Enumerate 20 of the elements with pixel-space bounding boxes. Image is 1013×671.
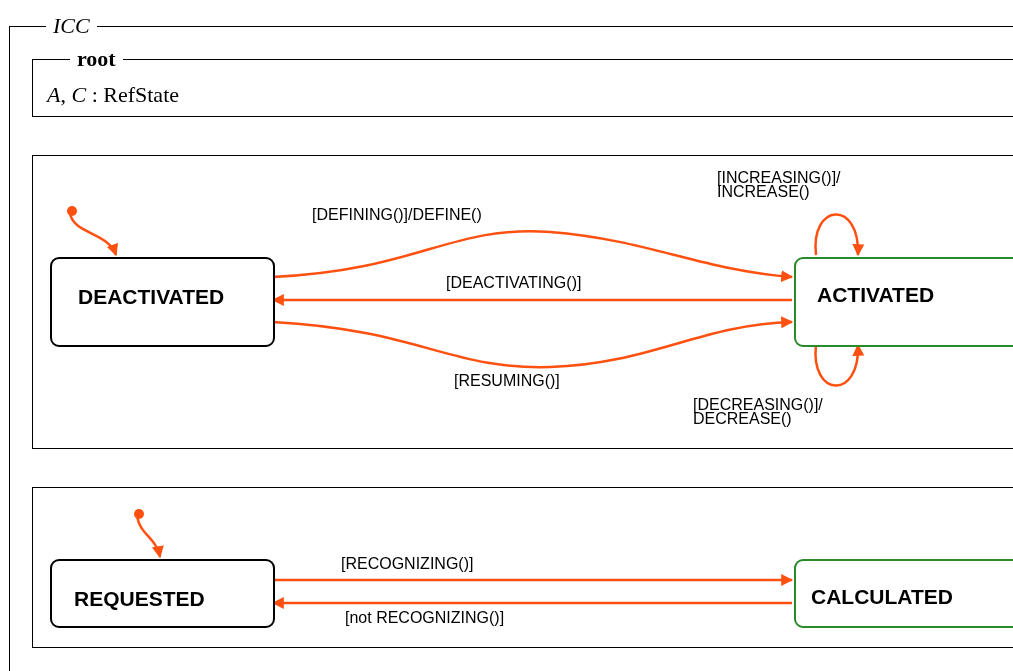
edge-label: [RESUMING()] [454, 374, 560, 388]
attribute-text: A, C : RefState [47, 82, 179, 108]
state-box [50, 559, 275, 628]
region-box [32, 155, 1013, 449]
state-box [794, 559, 1013, 628]
edge-label: [not RECOGNIZING()] [345, 611, 505, 625]
state-box [794, 257, 1013, 347]
state-name: CALCULATED [811, 585, 953, 609]
initial-state-dot [67, 206, 77, 216]
region-box [32, 487, 1013, 648]
state-box [50, 257, 275, 347]
transition-arrow [273, 574, 794, 586]
state-name: DEACTIVATED [78, 285, 225, 309]
edge-label: [RECOGNIZING()] [341, 557, 474, 571]
transition-arrow [814, 213, 864, 257]
edge-label: [DEFINING()]/DEFINE() [312, 208, 482, 222]
initial-state-dot [134, 509, 144, 519]
state-name: ACTIVATED [817, 283, 935, 307]
state-name: REQUESTED [74, 587, 205, 611]
edge-label: [DEACTIVATING()] [446, 276, 582, 290]
